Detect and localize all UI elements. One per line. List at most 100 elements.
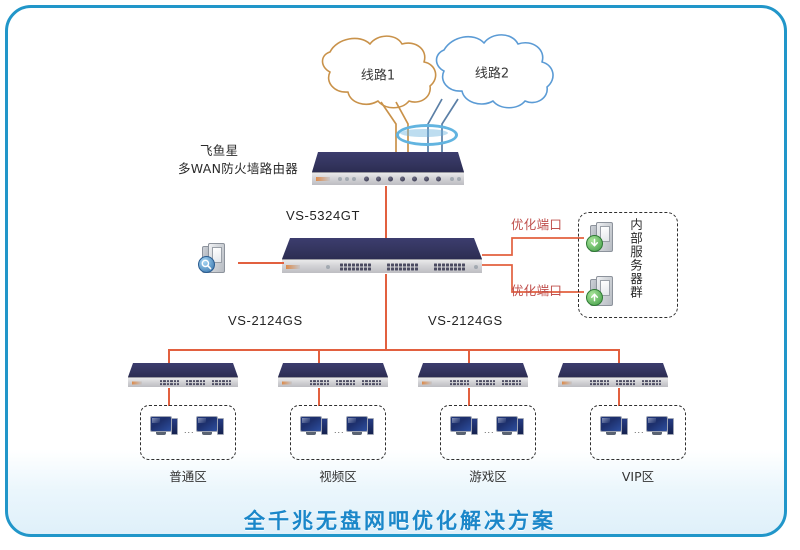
router-faceplate [312,172,464,185]
zone-1-pc-1[interactable] [150,416,180,438]
access-switch-port-group[interactable] [590,379,610,386]
core-to-bus-link [385,274,387,350]
bus-drop-2 [318,349,320,365]
zone-2-label: 视频区 [319,469,357,484]
access-switch-brand-mark [282,381,292,384]
server-screen [600,226,610,242]
cloud-line1-label: 线路1 [360,68,396,84]
pc-stand [652,432,662,435]
core-switch-led [326,264,330,269]
bus-drop-1 [168,349,170,365]
access-switch-2[interactable] [278,363,388,388]
switch-to-zone-link-4 [618,388,620,406]
pc-stand [502,432,512,435]
zone-2-ellipsis: ... [334,425,345,435]
zone-1-pc-2[interactable] [196,416,226,438]
zone-2-pc-1[interactable] [300,416,330,438]
zone-4-pc-1[interactable] [600,416,630,438]
optimized-port-label-1: 优化端口 [511,217,563,232]
router-to-core-link [385,186,387,242]
access-switch-brand-mark [422,381,432,384]
pc-stand [156,432,166,435]
access-switch-port-group[interactable] [642,379,662,386]
core-switch-port-group[interactable] [434,263,465,270]
core-switch-model-label: VS-5324GT [286,208,361,223]
monitor-server-icon[interactable] [198,243,230,277]
upload-arrow-icon [586,289,603,306]
router-port[interactable] [412,176,417,182]
core-switch-chassis-top [282,238,482,259]
pc-tower [367,418,374,435]
access-switch-chassis-top [128,363,238,377]
access-switch-4[interactable] [558,363,668,388]
cloud-line2: 线路2 [432,38,552,110]
firewall-router-device[interactable] [312,152,464,186]
access-switch-faceplate [558,377,668,387]
internal-server-group-label: 内部服务器群 [628,218,643,299]
zone-3-ellipsis: ... [484,425,495,435]
access-switch-port-group[interactable] [450,379,470,386]
access-switch-port-group[interactable] [186,379,206,386]
zone-3-pc-2[interactable] [496,416,526,438]
router-port[interactable] [364,176,369,182]
zone-box-3 [440,405,536,460]
access-switch-model-label-2: VS-2124GS [428,313,503,328]
zone-3-pc-1[interactable] [450,416,480,438]
access-switch-port-group[interactable] [212,379,232,386]
core-switch-port-group[interactable] [387,263,418,270]
access-switch-1[interactable] [128,363,238,388]
access-switch-faceplate [128,377,238,387]
router-brand-mark [316,177,330,181]
core-switch-device[interactable] [282,238,482,274]
pc-tower [621,418,628,435]
access-switch-brand-mark [132,381,142,384]
pc-stand [456,432,466,435]
router-port[interactable] [424,176,429,182]
access-switch-port-group[interactable] [160,379,180,386]
access-switch-model-label-1: VS-2124GS [228,313,303,328]
distribution-bus-line [168,349,618,351]
access-switch-faceplate [418,377,528,387]
zone-4-label: VIP区 [621,469,655,484]
router-port[interactable] [400,176,405,182]
router-brand-label: 飞鱼星 [200,143,239,158]
access-switch-port-group[interactable] [476,379,496,386]
pc-monitor [346,416,368,432]
diagram-title: 全千兆无盘网吧优化解决方案 [244,509,556,533]
access-switch-port-group[interactable] [336,379,356,386]
network-ring-fill [400,129,448,137]
access-switch-port-group[interactable] [362,379,382,386]
zone-box-1 [140,405,236,460]
access-switch-port-group[interactable] [310,379,330,386]
zone-2-pc-2[interactable] [346,416,376,438]
zone-box-4 [590,405,686,460]
switch-to-zone-link-1 [168,388,170,406]
router-port[interactable] [436,176,441,182]
pc-tower [321,418,328,435]
router-port[interactable] [388,176,393,182]
zone-box-2 [290,405,386,460]
magnifier-icon [198,256,215,273]
internal-server-download[interactable] [586,222,618,256]
internal-server-upload[interactable] [586,276,618,310]
access-switch-brand-mark [562,381,572,384]
download-arrow-icon [586,235,603,252]
zone-4-ellipsis: ... [634,425,645,435]
router-port[interactable] [376,176,381,182]
optimized-port-label-2: 优化端口 [511,283,563,298]
router-led [345,177,349,181]
pc-monitor [496,416,518,432]
router-type-label: 多WAN防火墙路由器 [178,161,299,176]
core-switch-port-group[interactable] [340,263,371,270]
pc-stand [306,432,316,435]
pc-stand [606,432,616,435]
pc-stand [202,432,212,435]
access-switch-3[interactable] [418,363,528,388]
access-switch-port-group[interactable] [502,379,522,386]
router-led [338,177,342,181]
monitor-server-link [238,262,284,264]
zone-4-pc-2[interactable] [646,416,676,438]
access-switch-port-group[interactable] [616,379,636,386]
router-led [450,177,454,181]
